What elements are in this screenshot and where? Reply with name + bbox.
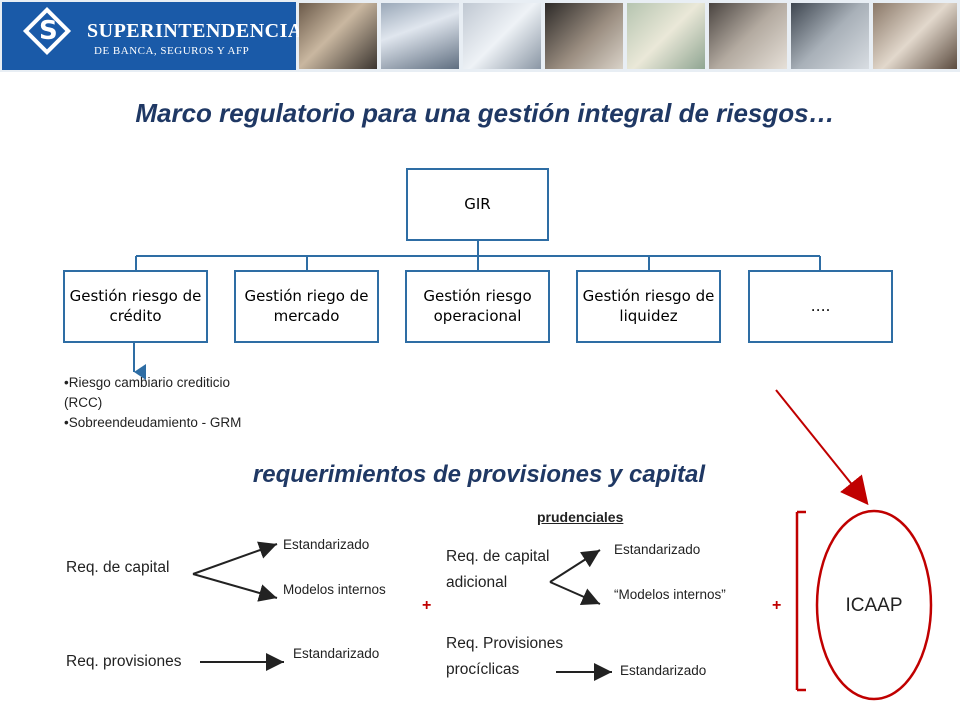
logo-subtitle: DE BANCA, SEGUROS Y AFP (94, 45, 250, 57)
additional-capital-label-1: Req. de capital (446, 548, 550, 565)
procyclical-label-1: Req. Provisiones (446, 635, 564, 652)
section-subtitle: requerimientos de provisiones y capital (252, 461, 706, 488)
org-box-liquidity: Gestión riesgo de liquidez (576, 270, 721, 343)
capital-opt-standard: Estandarizado (283, 537, 370, 552)
capital-opt-internal: Modelos internos (283, 582, 386, 597)
additional-capital-label-2: adicional (446, 574, 508, 591)
page-title: Marco regulatorio para una gestión integ… (135, 98, 835, 128)
org-box-operational: Gestión riesgo operacional (405, 270, 550, 343)
red-bracket (795, 510, 806, 692)
banner-photo-hands (545, 3, 623, 69)
procyclical-opt-standard: Estandarizado (620, 663, 707, 678)
banner-photo-keyboard (463, 3, 541, 69)
add-capital-opt-standard: Estandarizado (614, 542, 701, 557)
plus-sign-1: + (422, 597, 432, 614)
icaap-ellipse (815, 509, 933, 701)
banner-photo-card (299, 3, 377, 69)
bullet-rcc-abbr: (RCC) (64, 395, 103, 410)
red-arrow-icaap (775, 389, 869, 506)
org-box-root: GIR (406, 168, 549, 241)
logo-s-icon: S (39, 16, 58, 46)
banner-photo-writing (873, 3, 957, 69)
header-banner: S SUPERINTENDENCIA DE BANCA, SEGUROS Y A… (0, 0, 960, 72)
provisions-opt-standard: Estandarizado (293, 646, 380, 661)
bullet-grm: •Sobreendeudamiento - GRM (64, 415, 242, 430)
plus-sign-2: + (772, 597, 782, 614)
sbs-logo: S SUPERINTENDENCIA DE BANCA, SEGUROS Y A… (2, 2, 302, 70)
prudential-heading: prudenciales (537, 509, 624, 525)
icaap-label: ICAAP (845, 595, 903, 616)
procyclical-label-2: procíclicas (446, 661, 520, 678)
banner-photo-money (627, 3, 705, 69)
org-box-other: …. (748, 270, 893, 343)
org-box-market: Gestión riego de mercado (234, 270, 379, 343)
banner-photo-building (381, 3, 459, 69)
req-provisions-label: Req. provisiones (66, 653, 182, 670)
bullet-rcc: •Riesgo cambiario crediticio (64, 375, 231, 390)
add-capital-opt-internal: “Modelos internos” (614, 587, 726, 602)
org-box-credit: Gestión riesgo de crédito (63, 270, 208, 343)
req-capital-label: Req. de capital (66, 559, 170, 576)
banner-photo-meeting (791, 3, 869, 69)
logo-name: SUPERINTENDENCIA (87, 20, 303, 42)
banner-photo-card-reader (709, 3, 787, 69)
